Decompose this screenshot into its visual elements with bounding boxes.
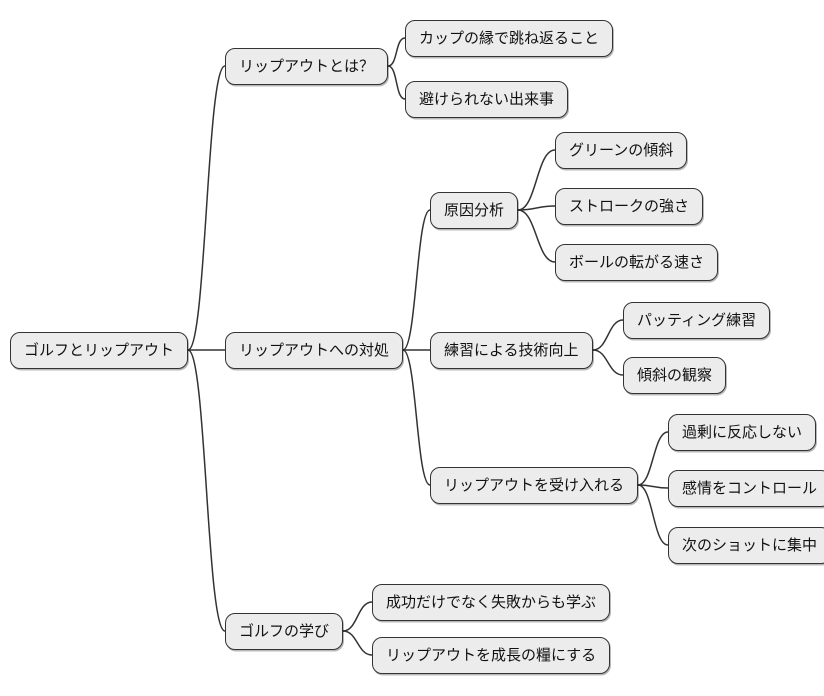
node-learn-from-failure-too[interactable]: 成功だけでなく失敗からも学ぶ [372,583,611,621]
mindmap-edge [637,431,669,486]
node-cause-analysis[interactable]: 原因分析 [430,191,519,229]
mindmap-edge [517,205,556,211]
node-root-golf-and-lipout[interactable]: ゴルフとリップアウト [10,331,189,369]
mindmap-edge [342,601,373,632]
node-what-is-lipout[interactable]: リップアウトとは？ [225,47,389,85]
mindmap-edge [402,209,431,351]
mindmap-edge [342,630,373,656]
mindmap-edge [517,149,556,211]
mindmap-edge [592,319,624,351]
node-practice-skill-improvement[interactable]: 練習による技術向上 [430,331,593,369]
node-stroke-strength[interactable]: ストロークの強さ [555,187,704,225]
mindmap-edge [187,65,226,351]
mindmap-edge [187,349,226,632]
node-control-emotions[interactable]: 感情をコントロール [668,469,824,507]
node-dont-overreact[interactable]: 過剰に反応しない [668,413,817,451]
node-slope-observation[interactable]: 傾斜の観察 [623,356,727,394]
mindmap-edge [517,209,556,263]
node-lipout-as-growth-fuel[interactable]: リップアウトを成長の糧にする [372,636,611,674]
node-coping-with-lipout[interactable]: リップアウトへの対処 [225,331,404,369]
mindmap-edge [637,484,669,489]
node-cup-rim-bounce[interactable]: カップの縁で跳ね返ること [405,19,614,57]
node-golf-learning[interactable]: ゴルフの学び [225,612,344,650]
node-unavoidable-event[interactable]: 避けられない出来事 [405,80,569,118]
mindmap-edge [402,349,431,486]
mindmap-edge [592,349,624,376]
mindmap-edge [387,65,406,100]
node-ball-roll-speed[interactable]: ボールの転がる速さ [555,243,719,281]
mindmap-edge [637,484,669,546]
node-accept-lipout[interactable]: リップアウトを受け入れる [430,466,639,504]
node-green-slope[interactable]: グリーンの傾斜 [555,131,688,169]
node-focus-next-shot[interactable]: 次のショットに集中 [668,526,824,564]
node-putting-practice[interactable]: パッティング練習 [623,301,771,339]
mindmap-edge [387,37,406,67]
